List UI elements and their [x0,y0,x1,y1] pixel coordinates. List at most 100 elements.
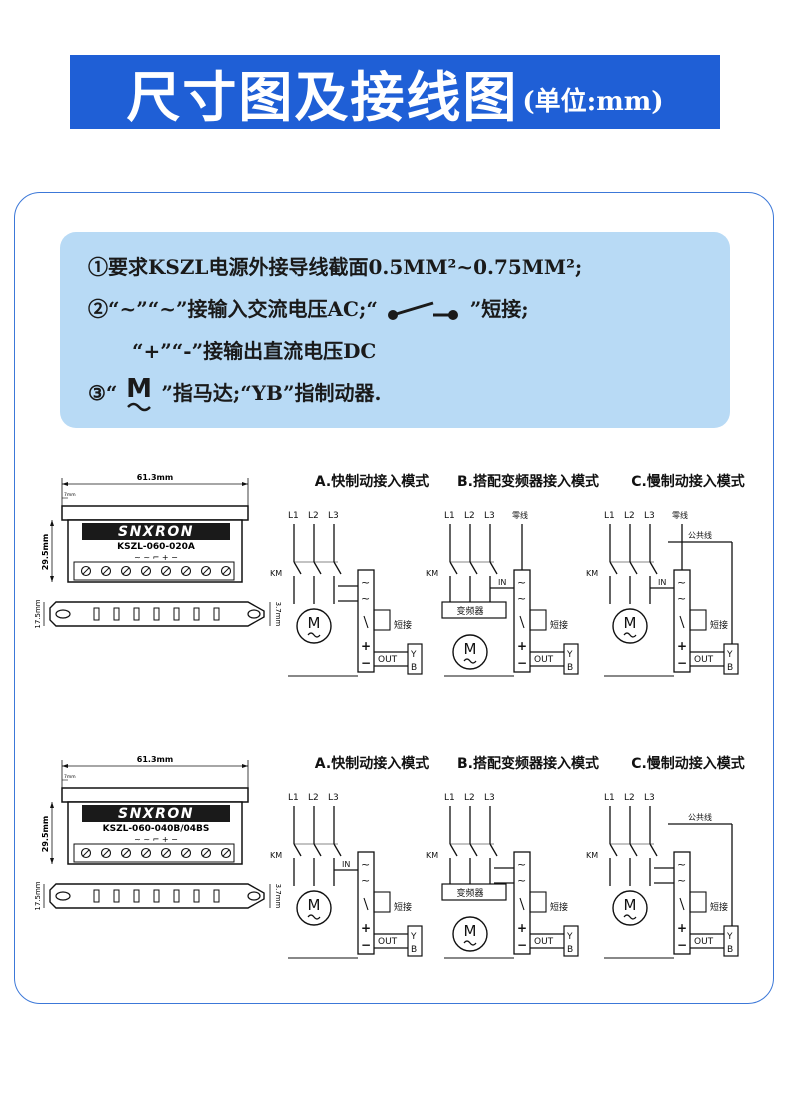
km-label: KM [586,851,598,860]
phase-l2-label: L2 [308,511,319,521]
term-minus: − [677,656,687,670]
term-ac1: ~ [517,858,526,871]
yb-b-label: B [567,663,573,673]
km-label: KM [426,851,438,860]
motor-label: M [464,922,477,940]
mode-title: C.慢制动接入模式 [631,755,745,772]
yb-b-label: B [411,663,417,673]
inverter-label: 变频器 [456,887,483,899]
switch-symbol-icon [387,301,458,320]
mode-title: A.快制动接入模式 [315,755,429,772]
phase-l2-label: L2 [464,793,475,803]
out-label: OUT [378,655,398,665]
yb-y-label: Y [410,932,417,942]
term-minus: − [677,938,687,952]
term-ac1: ~ [677,858,686,871]
phase-l2-label: L2 [624,511,635,521]
terminal-marks: ~ ~ ⌐ + − [134,835,178,844]
term-ac2: ~ [677,874,686,887]
phase-l3-label: L3 [484,511,495,521]
out-label: OUT [534,937,554,947]
model-number: KSZL-060-020A [117,542,195,552]
term-minus: − [517,656,527,670]
content-frame [14,192,774,1004]
term-plus: + [361,639,371,653]
term-plus: + [517,639,527,653]
note-line-4-suffix: ”指马达;“YB”指制动器. [161,381,382,405]
phase-l1-label: L1 [288,793,299,803]
wiring-section-1: 61.3mm 7mm 29.5mm SNXRON KSZL-060-020A ~… [20,466,770,706]
term-plus: + [677,639,687,653]
term-minus: − [361,656,371,670]
common-line-label: 公共线 [688,530,712,540]
note-line-2-prefix: ②“~”“~”接输入交流电压AC;“ [88,297,378,321]
page-title: 尺寸图及接线图 [126,64,519,129]
term-minus: − [517,938,527,952]
motor-label: M [624,896,637,914]
term-minus: − [361,938,371,952]
svg-text:M: M [126,375,152,404]
motor-label: M [464,640,477,658]
zero-line-label: 零线 [512,510,528,520]
term-plus: + [517,921,527,935]
brand-logo: SNXRON [118,806,194,822]
motor-label: M [624,614,637,632]
mode-title: B.搭配变频器接入模式 [457,473,599,490]
out-label: OUT [694,655,714,665]
device-side-view: 17.5mm 3.7mm [34,599,282,628]
device-top-view: 61.3mm 7mm 29.5mm SNXRON KSZL-060-040B/0… [41,755,249,865]
motor-icon [296,608,332,644]
thickness-dimension: 3.7mm [274,884,282,909]
term-ac2: ~ [677,592,686,605]
short-label: 短接 [550,619,568,631]
width-dimension: 61.3mm [137,473,173,482]
phase-l3-label: L3 [328,793,339,803]
note-line-2: ②“~”“~”接输入交流电压AC;“ ”短接; [88,288,730,330]
in-label: IN [658,578,666,587]
terminal-block [73,561,235,581]
term-plus: + [677,921,687,935]
out-label: OUT [534,655,554,665]
out-label: OUT [694,937,714,947]
phase-l3-label: L3 [484,793,495,803]
out-label: OUT [378,937,398,947]
title-banner: 尺寸图及接线图 (单位:mm) [70,55,720,129]
device-top-view: 61.3mm 7mm 29.5mm SNXRON KSZL-060-020A ~… [41,473,249,583]
term-ac1: ~ [361,576,370,589]
mode-title: C.慢制动接入模式 [631,473,745,490]
common-line-label: 公共线 [688,812,712,822]
device-side-view: 17.5mm 3.7mm [34,881,282,910]
km-label: KM [270,851,282,860]
term-ac1: ~ [677,576,686,589]
inverter-label: 变频器 [456,605,483,617]
phase-l1-label: L1 [604,511,615,521]
motor-symbol-icon: M [126,375,152,411]
phase-l1-label: L1 [604,793,615,803]
yb-y-label: Y [726,650,733,660]
wiring-diagram-svg: 61.3mm 7mm 29.5mm SNXRON KSZL-060-020A ~… [34,473,745,677]
phase-l1-label: L1 [444,511,455,521]
terminal-block [73,843,235,863]
short-label: 短接 [710,619,728,631]
mode-title: A.快制动接入模式 [315,473,429,490]
motor-icon [612,608,648,644]
term-ac2: ~ [361,592,370,605]
note-line-4: ③“ M ”指马达;“YB”指制动器. [88,372,730,414]
term-ac1: ~ [361,858,370,871]
wiring-diagram-svg: 61.3mm 7mm 29.5mm SNXRON KSZL-060-040B/0… [34,755,745,959]
phase-l1-label: L1 [444,793,455,803]
phase-l3-label: L3 [644,511,655,521]
wiring-section-2: 61.3mm 7mm 29.5mm SNXRON KSZL-060-040B/0… [20,748,770,988]
km-label: KM [270,569,282,578]
small-dimension: 7mm [64,492,76,498]
height-dimension: 29.5mm [41,534,50,570]
phase-l2-label: L2 [308,793,319,803]
term-plus: + [361,921,371,935]
yb-b-label: B [727,945,733,955]
note-line-3: “+”“-”接输出直流电压DC [132,339,377,363]
side-height-dimension: 17.5mm [34,599,42,628]
